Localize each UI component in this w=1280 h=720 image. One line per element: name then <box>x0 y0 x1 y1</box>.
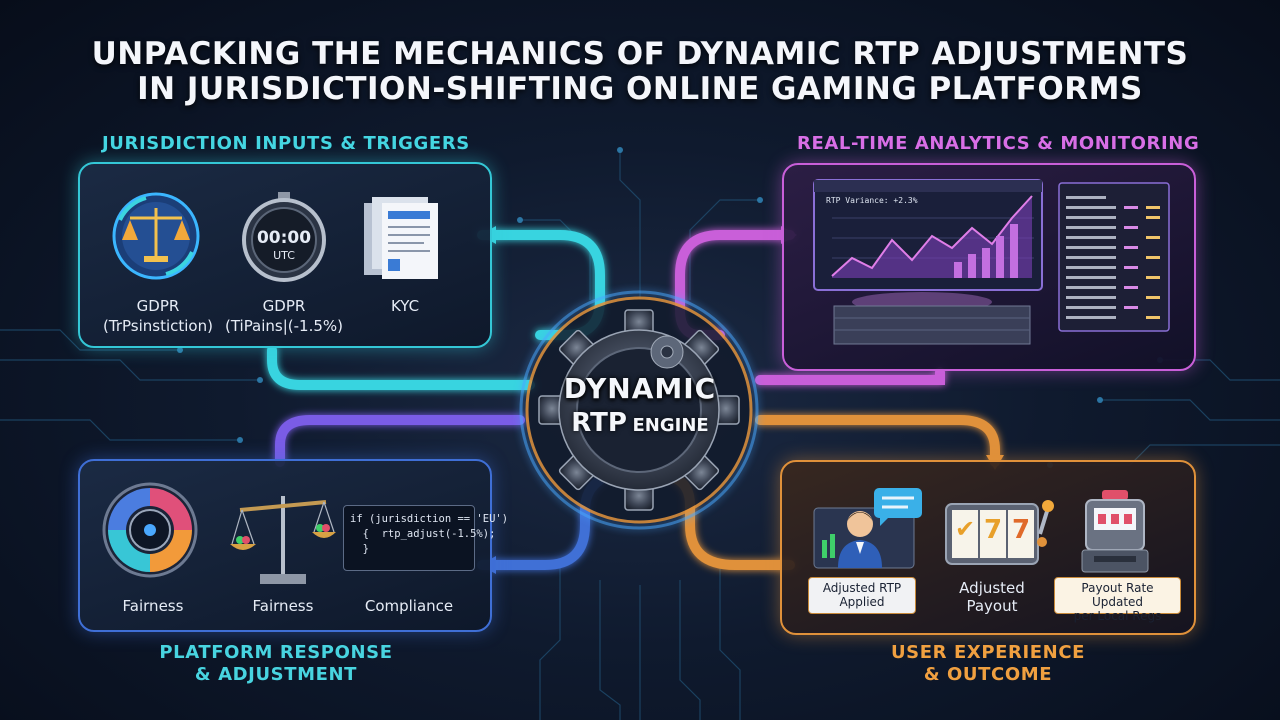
connector-outcome <box>755 415 1000 467</box>
user-support-icon <box>813 488 922 569</box>
balance-scale-icon <box>230 496 336 584</box>
slot-reels-icon <box>945 500 1054 565</box>
page-title-line1: UNPACKING THE MECHANICS OF DYNAMIC RTP A… <box>91 36 1189 72</box>
page-title-line2: IN JURISDICTION-SHIFTING ONLINE GAMING P… <box>137 71 1143 107</box>
response-1-label: Fairness <box>122 597 184 615</box>
outcome-2-line2: Payout <box>966 597 1018 615</box>
reel-3-symbol: 7 <box>1011 515 1031 545</box>
outcome-1-line2: Applied <box>839 595 885 609</box>
input-1-label: GDPR <box>136 297 180 315</box>
stopwatch-icon <box>242 192 326 282</box>
stopwatch-zone: UTC <box>273 249 295 262</box>
outcome-2-line1: Adjusted <box>959 579 1025 597</box>
engine-rtp-text: RTP <box>571 408 627 438</box>
section-heading-outcome-line2: & OUTCOME <box>923 664 1053 685</box>
reel-2-symbol: 7 <box>983 515 1003 545</box>
connector-response <box>275 415 525 467</box>
input-2-sublabel: (TiPains|(-1.5%) <box>224 317 344 335</box>
section-heading-outcome-line1: USER EXPERIENCE <box>890 642 1086 663</box>
code-line-1: if (jurisdiction == 'EU') <box>350 513 509 525</box>
outcome-1-line1: Adjusted RTP <box>822 581 902 595</box>
response-2-label: Fairness <box>252 597 314 615</box>
engine-engine-text: ENGINE <box>632 415 709 436</box>
document-stack-icon <box>364 197 438 279</box>
outcome-3-chip: Payout Rate Updated per Local Regs <box>1054 577 1181 623</box>
input-1-sublabel: (TrPsinstiction) <box>103 317 213 335</box>
outcome-1-chip: Adjusted RTP Applied <box>808 577 916 614</box>
analytics-chart-screen <box>813 179 1043 345</box>
monitoring-log-panel <box>1058 182 1170 332</box>
input-3-label: KYC <box>390 297 420 315</box>
engine-gear <box>519 290 759 530</box>
section-heading-inputs: JURISDICTION INPUTS & TRIGGERS <box>102 133 470 154</box>
fairness-dial-icon <box>102 482 198 578</box>
section-heading-response-line2: & ADJUSTMENT <box>194 664 358 685</box>
input-2-label: GDPR <box>262 297 306 315</box>
engine-title-line2: RTP ENGINE <box>0 408 1280 438</box>
section-heading-response-line1: PLATFORM RESPONSE <box>159 642 393 663</box>
section-heading-analytics: REAL-TIME ANALYTICS & MONITORING <box>797 133 1200 154</box>
outcome-3-line1: Payout Rate Updated <box>1081 581 1154 609</box>
outcome-3-line2: per Local Regs <box>1073 609 1162 623</box>
stopwatch-time: 00:00 <box>256 228 312 248</box>
response-3-label: Compliance <box>364 597 454 615</box>
code-snippet-icon: if (jurisdiction == 'EU') { rtp_adjust(-… <box>343 505 508 571</box>
rtp-variance-readout: RTP Variance: +2.3% <box>826 196 918 205</box>
code-line-2: { rtp_adjust(-1.5%); <box>350 528 496 540</box>
slot-machine-icon <box>1081 490 1149 573</box>
scales-of-justice-icon <box>112 192 200 280</box>
reel-1-symbol: ✔ <box>954 515 976 543</box>
engine-title-line1: DYNAMIC <box>563 372 717 405</box>
code-line-3: } <box>350 543 369 555</box>
